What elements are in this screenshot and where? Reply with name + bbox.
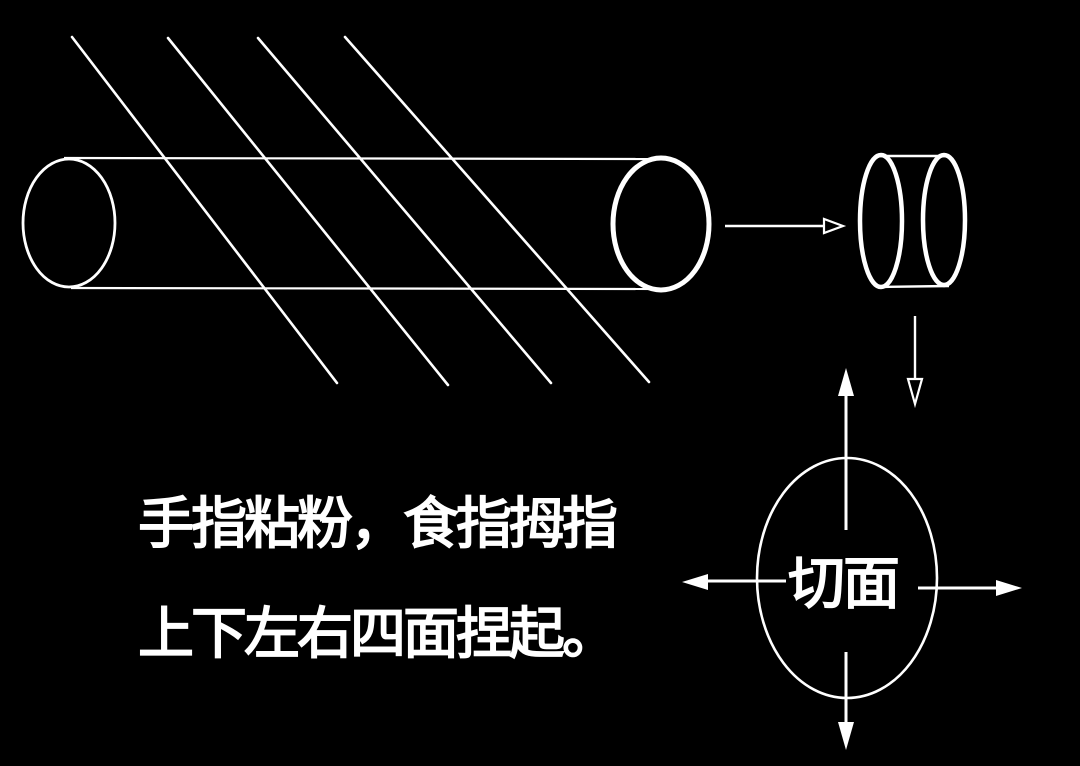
arrow-head bbox=[838, 368, 854, 396]
caption: 手指粘粉，食指拇指 上下左右四面捏起。 bbox=[138, 470, 618, 690]
cut-line bbox=[166, 36, 450, 387]
cross-section-label: 切面 bbox=[788, 551, 900, 617]
dough-roll-cylinder bbox=[21, 155, 712, 293]
arrow-head bbox=[906, 377, 924, 409]
caption-line-1: 手指粘粉，食指拇指 bbox=[138, 492, 618, 557]
cut-line bbox=[343, 35, 651, 384]
pinch-left-arrow-icon bbox=[682, 574, 786, 590]
caption-line-2: 上下左右四面捏起。 bbox=[138, 602, 618, 667]
arrow-head bbox=[996, 580, 1022, 596]
cut-line bbox=[70, 35, 339, 385]
slice-bottom-edge bbox=[878, 284, 950, 289]
pinch-down-arrow-icon bbox=[838, 652, 854, 750]
slice-right-face bbox=[920, 152, 968, 288]
arrow-right-icon bbox=[725, 217, 847, 235]
arrow-head bbox=[682, 574, 708, 590]
cut-mark-lines bbox=[70, 35, 651, 387]
cut-line bbox=[256, 36, 553, 385]
cylinder-bottom-edge bbox=[70, 286, 659, 291]
pinch-right-arrow-icon bbox=[918, 580, 1022, 596]
arrow-head bbox=[838, 722, 854, 750]
cylinder-left-end bbox=[21, 157, 117, 289]
arrow-head bbox=[822, 217, 847, 235]
pinch-up-arrow-icon bbox=[838, 368, 854, 530]
cylinder-top-edge bbox=[63, 156, 658, 161]
cylinder-right-end bbox=[610, 155, 712, 293]
dough-slice-cylinder bbox=[857, 152, 968, 290]
arrow-down-icon bbox=[906, 316, 924, 409]
slice-left-face bbox=[857, 152, 905, 290]
